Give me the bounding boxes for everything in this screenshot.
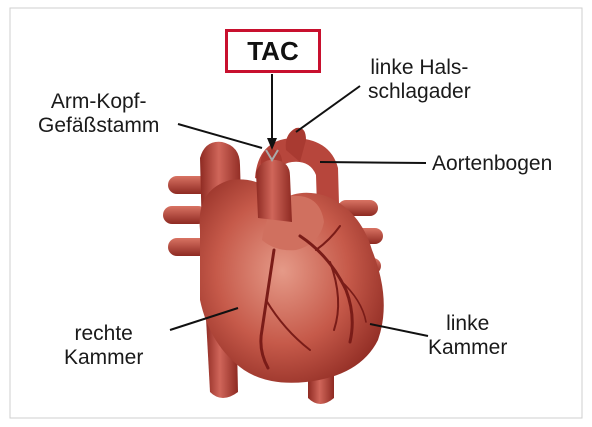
- label-rechte-kammer-line1: rechte: [64, 322, 143, 346]
- label-linke-halsschlagader: linke Hals- schlagader: [368, 56, 471, 104]
- label-rechte-kammer: rechte Kammer: [64, 322, 143, 370]
- label-aortenbogen-text: Aortenbogen: [432, 152, 552, 176]
- label-arm-kopf-line1: Arm-Kopf-: [38, 90, 159, 114]
- label-linke-hals-line1: linke Hals-: [368, 56, 471, 80]
- line-aortenbogen: [320, 162, 426, 163]
- tac-label: TAC: [247, 36, 299, 67]
- label-rechte-kammer-line2: Kammer: [64, 346, 143, 370]
- label-arm-kopf-gefaessstamm: Arm-Kopf- Gefäßstamm: [38, 90, 159, 138]
- ascending-aorta: [256, 160, 292, 222]
- tac-label-box: TAC: [225, 29, 321, 73]
- label-linke-kammer: linke Kammer: [428, 312, 507, 360]
- label-linke-hals-line2: schlagader: [368, 80, 471, 104]
- label-aortenbogen: Aortenbogen: [432, 152, 552, 176]
- line-linke-hals: [296, 86, 360, 132]
- label-linke-kammer-line2: Kammer: [428, 336, 507, 360]
- label-arm-kopf-line2: Gefäßstamm: [38, 114, 159, 138]
- label-linke-kammer-line1: linke: [428, 312, 507, 336]
